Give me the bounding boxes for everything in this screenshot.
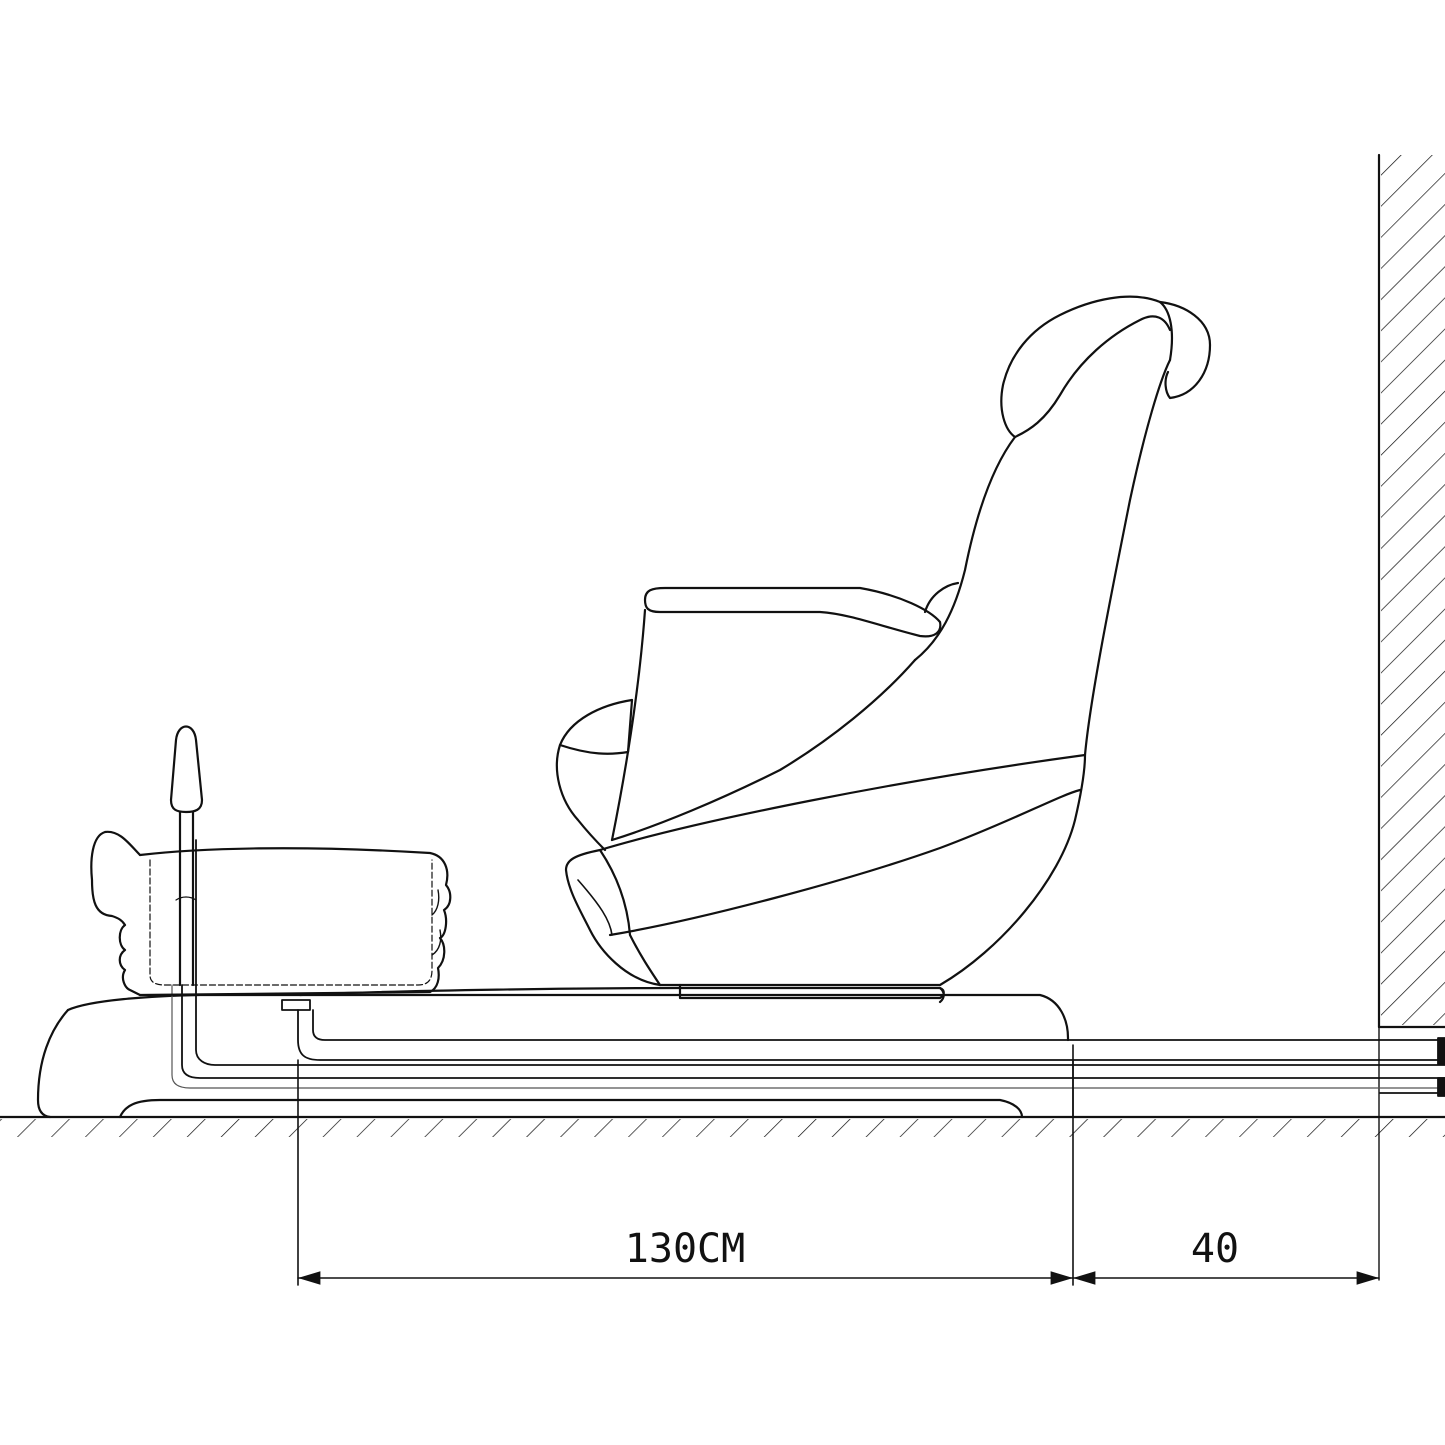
pedicure-chair <box>555 295 1212 1000</box>
foot-basin <box>90 830 452 997</box>
floor <box>0 1115 1445 1137</box>
base-platform <box>36 986 1070 1119</box>
dimension-lines <box>297 1044 1380 1286</box>
wall <box>1377 153 1445 1281</box>
dimension-label-main: 130CM <box>625 1226 745 1272</box>
dimension-label-wall-clearance: 40 <box>1191 1226 1239 1272</box>
plumbing-pipes <box>171 839 1445 1097</box>
faucet <box>169 725 204 987</box>
